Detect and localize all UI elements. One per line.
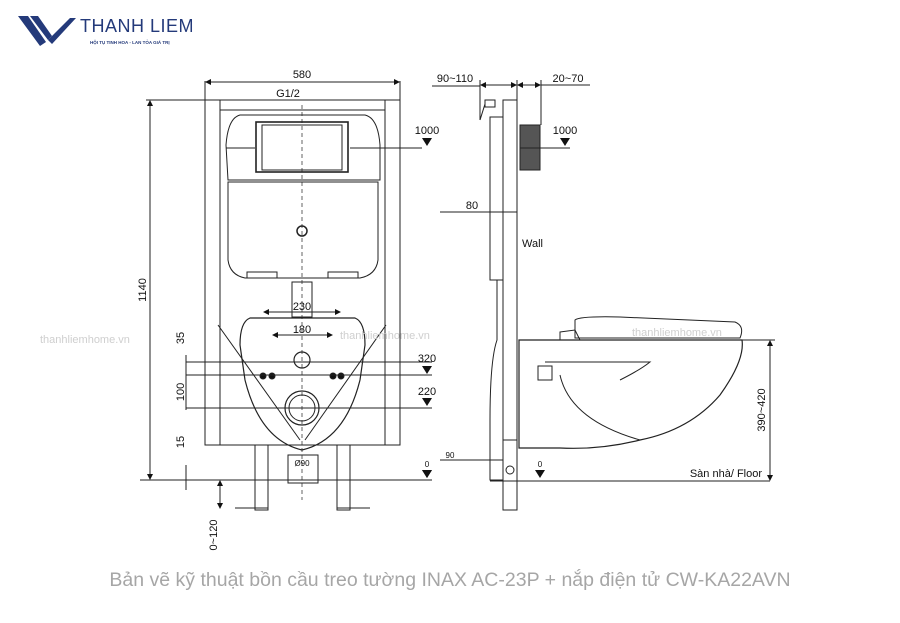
logo-mark-icon — [18, 16, 76, 46]
dim-90: 90 — [446, 451, 455, 460]
dim-wall-offset: 20~70 — [553, 73, 584, 85]
front-level-markers — [422, 138, 432, 478]
side-view — [432, 80, 775, 511]
level-320: 320 — [418, 353, 436, 365]
dim-15: 15 — [175, 436, 187, 448]
brand-tagline: HỘI TỤ TINH HOA - LAN TỎA GIÁ TRỊ — [90, 40, 170, 45]
dim-80: 80 — [466, 200, 478, 212]
level-floor-front: 0 — [425, 460, 430, 469]
level-flush-plate-side: 1000 — [553, 125, 577, 137]
level-flush-plate: 1000 — [415, 125, 439, 137]
drawing-caption: Bản vẽ kỹ thuật bồn cầu treo tường INAX … — [109, 569, 791, 591]
wall-label: Wall — [522, 238, 543, 250]
level-220: 220 — [418, 386, 436, 398]
dim-height: 1140 — [137, 278, 149, 302]
dim-35: 35 — [175, 332, 187, 344]
watermark: thanhliemhome.vn — [340, 330, 430, 342]
dim-bolt-outer: 230 — [293, 301, 311, 313]
brand-logo: THANH LIEM HỘI TỤ TINH HOA - LAN TỎA GIÁ… — [18, 12, 218, 52]
dim-width: 580 — [293, 69, 311, 81]
watermark: thanhliemhome.vn — [40, 334, 130, 346]
dim-bolt-inner: 180 — [293, 324, 311, 336]
dim-adjustable-feet: 0~120 — [208, 520, 220, 551]
side-level-markers — [422, 138, 570, 478]
dim-seat-height: 390~420 — [756, 388, 768, 431]
dim-100: 100 — [175, 383, 187, 401]
dim-drain: Ø90 — [294, 459, 310, 468]
watermark: thanhliemhome.vn — [632, 327, 722, 339]
brand-name: THANH LIEM — [80, 16, 195, 36]
dim-frame-depth: 90~110 — [437, 73, 473, 85]
front-view — [140, 79, 432, 511]
floor-label: Sàn nhà/ Floor — [690, 468, 762, 480]
level-floor-side: 0 — [538, 460, 543, 469]
dim-pipe: G1/2 — [276, 88, 300, 100]
